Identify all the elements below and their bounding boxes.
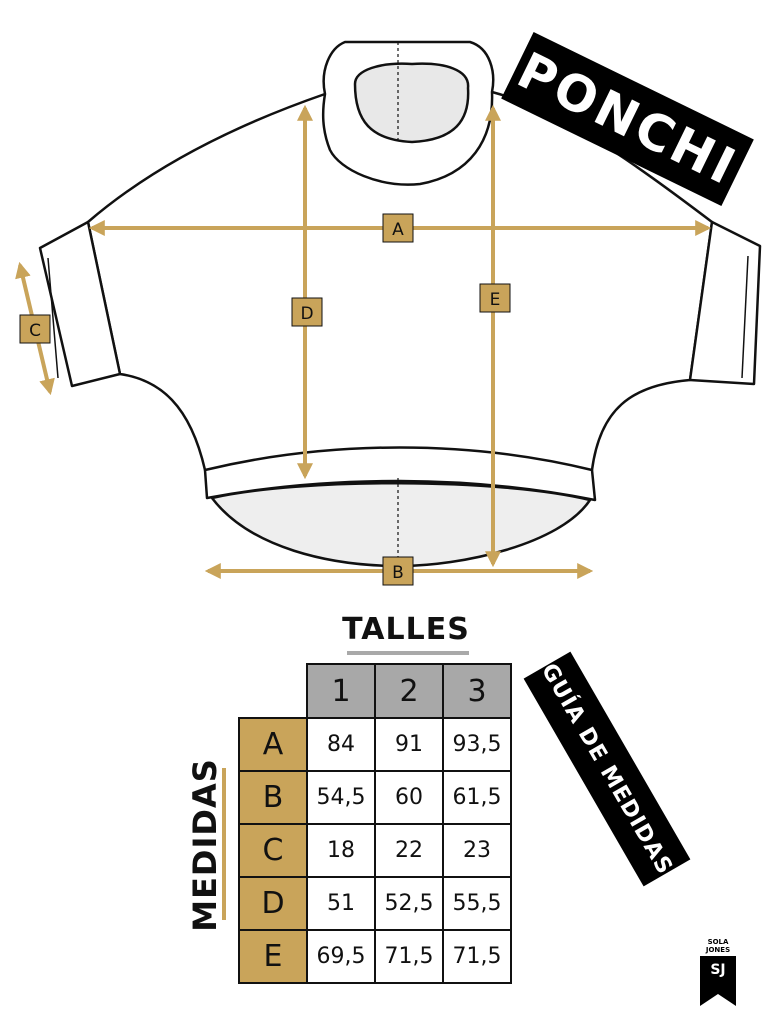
measure-value: 51 <box>306 876 376 931</box>
measure-value: 52,5 <box>374 876 444 931</box>
dim-c-label: C <box>29 321 41 341</box>
table-row: E 69,5 71,5 71,5 <box>238 929 512 984</box>
size-header: 1 <box>306 663 376 719</box>
measure-value: 55,5 <box>442 876 512 931</box>
measure-value: 71,5 <box>442 929 512 984</box>
brand-name: SOLA JONES <box>705 938 731 954</box>
measure-value: 18 <box>306 823 376 878</box>
size-chart-table: 1 2 3 A 84 91 93,5 B 54,5 60 61,5 C 18 2… <box>238 663 512 984</box>
title-underline <box>347 651 469 655</box>
table-header-row: 1 2 3 <box>239 663 512 719</box>
measure-key: E <box>238 929 308 984</box>
table-title: TALLES <box>342 612 470 647</box>
measurement-guide-badge: GUÍA DE MEDIDAS <box>523 651 691 887</box>
size-header: 2 <box>374 663 444 719</box>
measure-value: 71,5 <box>374 929 444 984</box>
measure-value: 23 <box>442 823 512 878</box>
measure-value: 93,5 <box>442 717 512 772</box>
garment-diagram: A B C D E <box>15 40 762 586</box>
dim-d-label: D <box>300 304 313 324</box>
size-header: 3 <box>442 663 512 719</box>
brand-logo: SOLA JONES SJ <box>698 938 738 1008</box>
measure-value: 61,5 <box>442 770 512 825</box>
measure-key: B <box>238 770 308 825</box>
table-row: C 18 22 23 <box>238 823 512 878</box>
brand-monogram: SJ <box>710 962 726 978</box>
measure-value: 60 <box>374 770 444 825</box>
measure-value: 54,5 <box>306 770 376 825</box>
measure-key: A <box>238 717 308 772</box>
row-axis-label: MEDIDAS <box>186 758 224 932</box>
dim-a-label: A <box>392 220 404 240</box>
measure-value: 84 <box>306 717 376 772</box>
measure-value: 22 <box>374 823 444 878</box>
table-row: D 51 52,5 55,5 <box>238 876 512 931</box>
table-row: A 84 91 93,5 <box>238 717 512 772</box>
dimension-labels: A B C D E <box>19 213 511 586</box>
bookmark-icon <box>700 956 736 1006</box>
measure-key: D <box>238 876 308 931</box>
measure-value: 69,5 <box>306 929 376 984</box>
table-row: B 54,5 60 61,5 <box>238 770 512 825</box>
table-corner <box>239 664 307 718</box>
measure-key: C <box>238 823 308 878</box>
dim-e-label: E <box>490 290 501 310</box>
row-axis-line <box>222 768 226 920</box>
measure-value: 91 <box>374 717 444 772</box>
dim-b-label: B <box>392 563 404 583</box>
